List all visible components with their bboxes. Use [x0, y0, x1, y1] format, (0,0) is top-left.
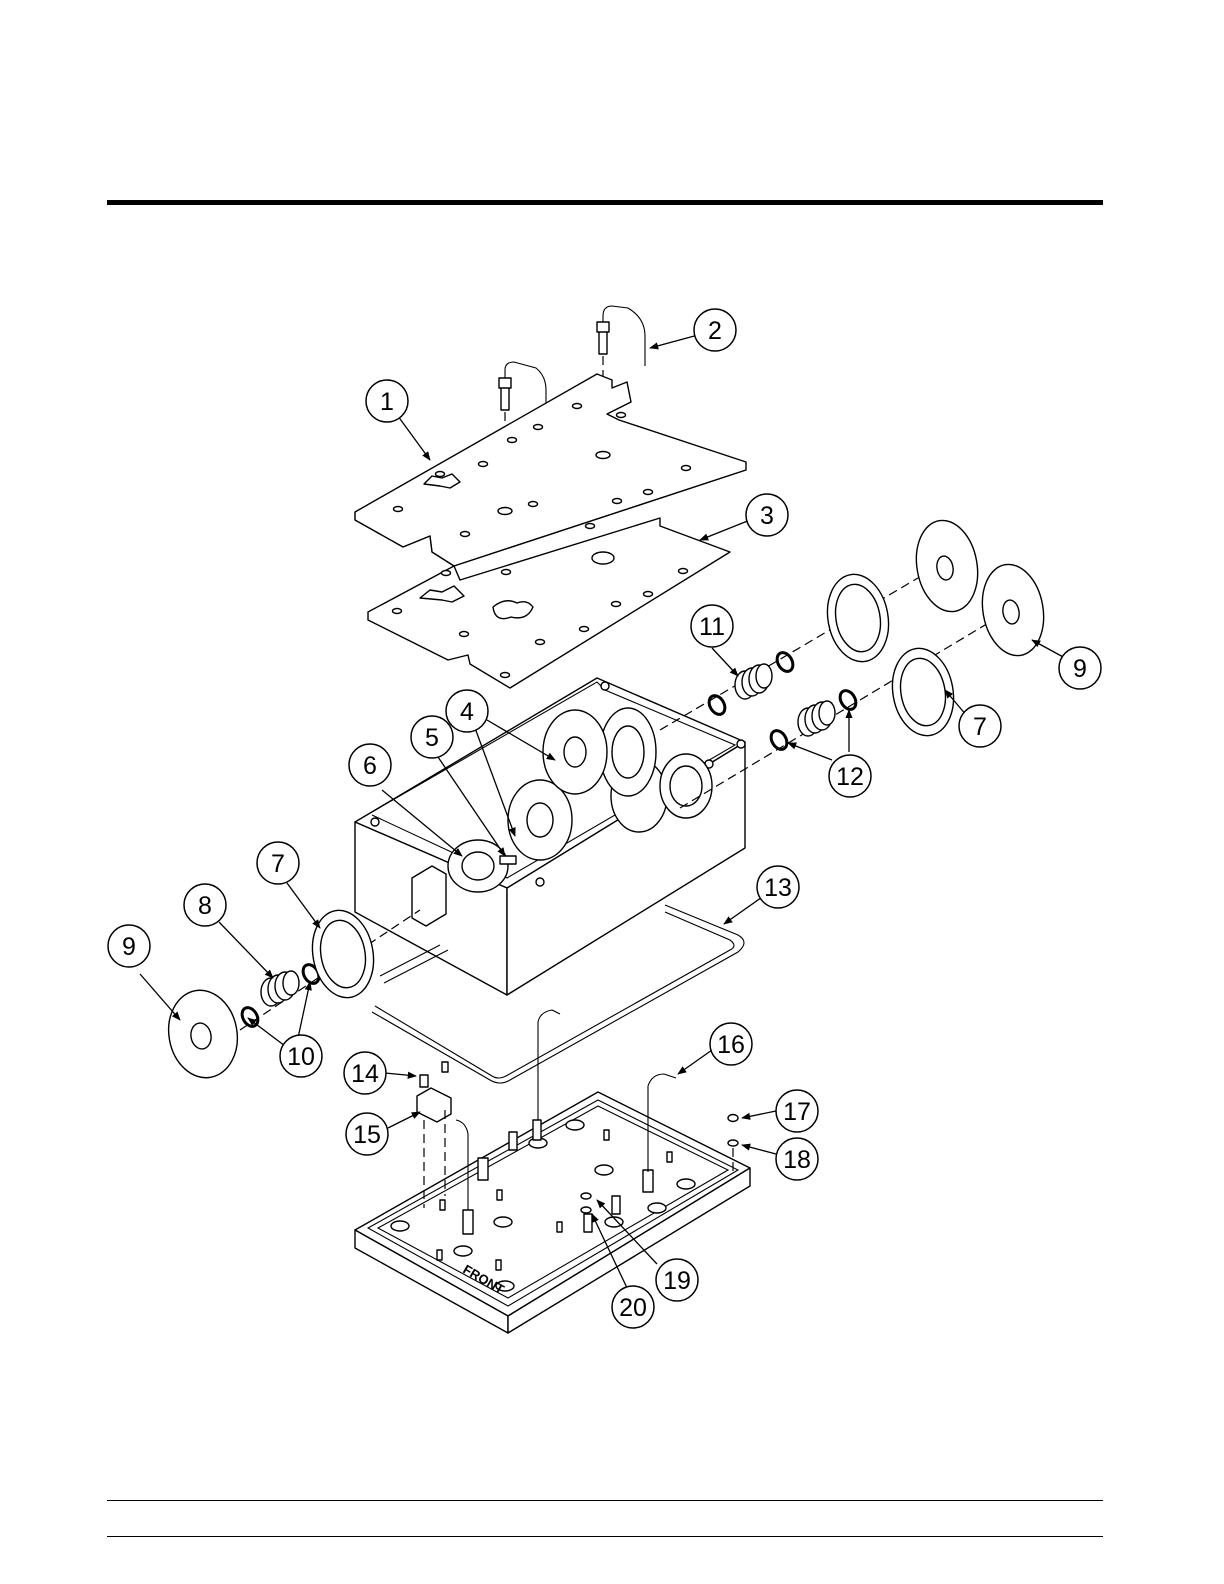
callout-12: 12	[829, 755, 871, 797]
callout-9-left: 9	[108, 925, 150, 967]
callout-4: 4	[446, 690, 488, 732]
callout-15: 15	[346, 1113, 388, 1155]
svg-text:19: 19	[663, 1267, 691, 1295]
svg-text:7: 7	[271, 850, 285, 878]
svg-text:16: 16	[717, 1031, 745, 1059]
svg-text:3: 3	[760, 502, 774, 530]
callout-16: 16	[710, 1023, 752, 1065]
callout-7-right: 7	[959, 705, 1001, 747]
svg-text:11: 11	[699, 613, 725, 641]
footer-rule-lower	[107, 1536, 1103, 1537]
callout-11: 11	[691, 605, 733, 647]
callout-2: 2	[694, 309, 736, 351]
callout-9-right: 9	[1059, 647, 1101, 689]
svg-text:17: 17	[783, 1098, 811, 1126]
svg-text:2: 2	[708, 317, 722, 345]
callout-10: 10	[280, 1035, 322, 1077]
svg-text:6: 6	[363, 752, 377, 780]
svg-text:13: 13	[764, 874, 792, 902]
svg-text:18: 18	[783, 1146, 811, 1174]
svg-text:8: 8	[198, 892, 212, 920]
svg-text:10: 10	[287, 1043, 315, 1071]
svg-text:15: 15	[353, 1121, 381, 1149]
callout-20: 20	[612, 1286, 654, 1328]
svg-text:20: 20	[619, 1294, 647, 1322]
callout-19: 19	[656, 1259, 698, 1301]
callout-6: 6	[349, 744, 391, 786]
svg-text:9: 9	[122, 933, 136, 961]
callout-8: 8	[184, 884, 226, 926]
svg-text:5: 5	[425, 724, 439, 752]
gasket-part-3	[368, 518, 730, 688]
callout-17: 17	[776, 1090, 818, 1132]
callout-13: 13	[757, 866, 799, 908]
footer-rule-upper	[107, 1500, 1103, 1501]
svg-text:9: 9	[1073, 655, 1087, 683]
svg-text:4: 4	[460, 698, 474, 726]
housing-box	[355, 678, 745, 995]
svg-text:1: 1	[380, 388, 394, 416]
svg-text:14: 14	[351, 1060, 379, 1088]
callout-1: 1	[366, 380, 408, 422]
callout-14: 14	[344, 1052, 386, 1094]
svg-text:12: 12	[836, 763, 864, 791]
callout-3: 3	[746, 494, 788, 536]
callout-5: 5	[411, 716, 453, 758]
callout-18: 18	[776, 1138, 818, 1180]
svg-text:7: 7	[973, 713, 987, 741]
callout-7-left: 7	[257, 842, 299, 884]
